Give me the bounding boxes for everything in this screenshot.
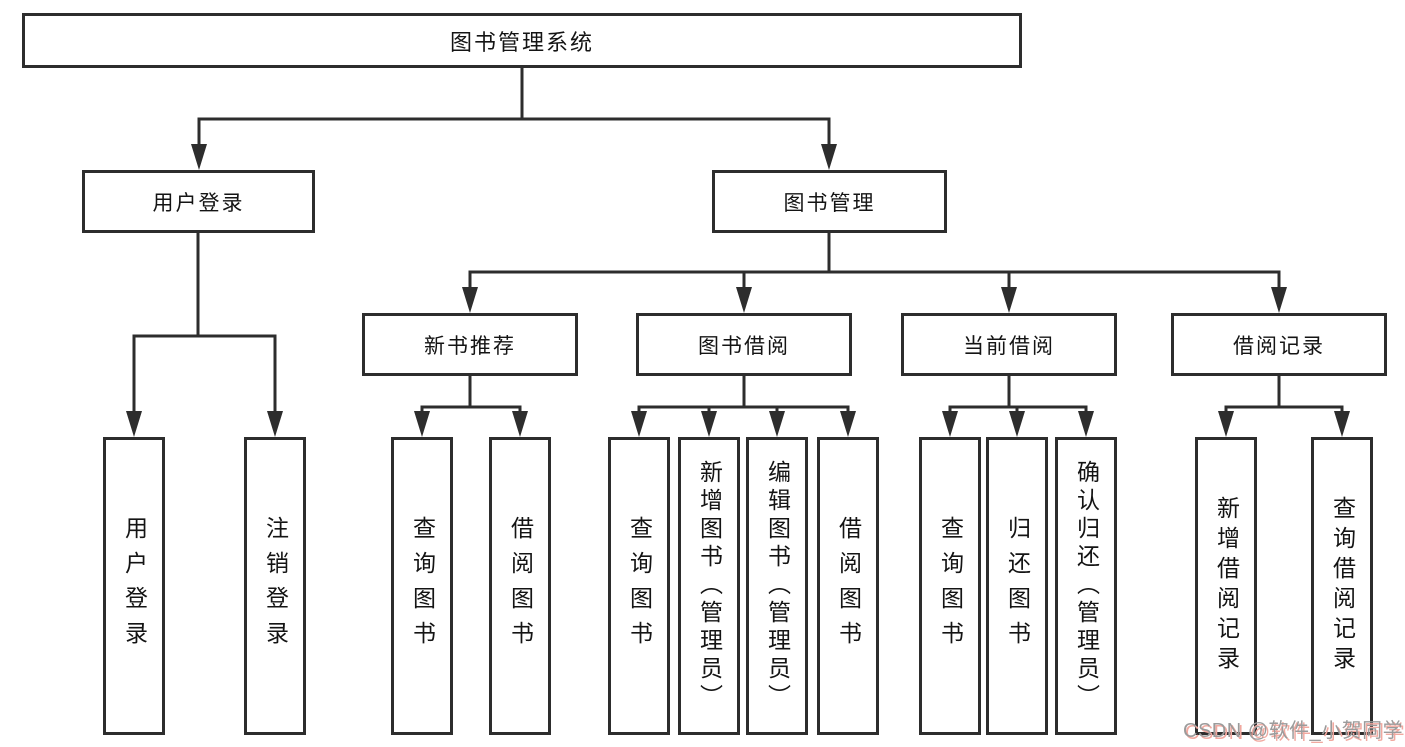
leaf-label: 归还图书 xyxy=(1004,516,1031,656)
connector-userlogin-to-leaves xyxy=(132,231,277,415)
leaf-borrow-books: 借阅图书 xyxy=(489,437,551,735)
leaf-user-login: 用户登录 xyxy=(103,437,165,735)
leaf-label: 编辑图书（管理员） xyxy=(764,460,791,712)
leaf-label: 新增借阅记录 xyxy=(1213,496,1240,676)
leaf-edit-books-admin: 编辑图书（管理员） xyxy=(746,437,808,735)
leaf-label: 借阅图书 xyxy=(835,516,862,656)
leaf-label: 查询图书 xyxy=(937,516,964,656)
leaf-query-books: 查询图书 xyxy=(391,437,453,735)
node-new-book-recommend: 新书推荐 xyxy=(362,313,578,376)
leaf-label: 查询图书 xyxy=(409,516,436,656)
leaf-query-borrow-record: 查询借阅记录 xyxy=(1311,437,1373,735)
node-root-system: 图书管理系统 xyxy=(22,13,1022,68)
node-book-borrow: 图书借阅 xyxy=(636,313,852,376)
node-book-management: 图书管理 xyxy=(712,170,947,233)
node-user-login: 用户登录 xyxy=(82,170,315,233)
connector-current-to-leaves xyxy=(948,374,1088,414)
leaf-query-books: 查询图书 xyxy=(608,437,670,735)
leaf-add-books-admin: 新增图书（管理员） xyxy=(678,437,740,735)
leaf-borrow-books: 借阅图书 xyxy=(817,437,879,735)
leaf-label: 注销登录 xyxy=(262,516,289,656)
connector-newbook-to-leaves xyxy=(420,374,522,414)
leaf-label: 查询借阅记录 xyxy=(1329,496,1356,676)
connector-root-to-level2 xyxy=(197,66,831,148)
leaf-query-books: 查询图书 xyxy=(919,437,981,735)
leaf-label: 新增图书（管理员） xyxy=(696,460,723,712)
connector-bookmgmt-to-level3 xyxy=(468,231,1281,291)
connector-borrow-to-leaves xyxy=(637,374,850,414)
leaf-label: 用户登录 xyxy=(121,516,148,656)
leaf-label: 查询图书 xyxy=(626,516,653,656)
connector-records-to-leaves xyxy=(1224,374,1344,414)
leaf-label: 确认归还（管理员） xyxy=(1073,460,1100,712)
csdn-watermark: CSDN @软件_小贺同学 xyxy=(1183,720,1404,742)
leaf-logout: 注销登录 xyxy=(244,437,306,735)
leaf-return-books: 归还图书 xyxy=(986,437,1048,735)
leaf-confirm-return-admin: 确认归还（管理员） xyxy=(1055,437,1117,735)
node-current-borrow: 当前借阅 xyxy=(901,313,1117,376)
node-borrow-records: 借阅记录 xyxy=(1171,313,1387,376)
leaf-label: 借阅图书 xyxy=(507,516,534,656)
leaf-add-borrow-record: 新增借阅记录 xyxy=(1195,437,1257,735)
